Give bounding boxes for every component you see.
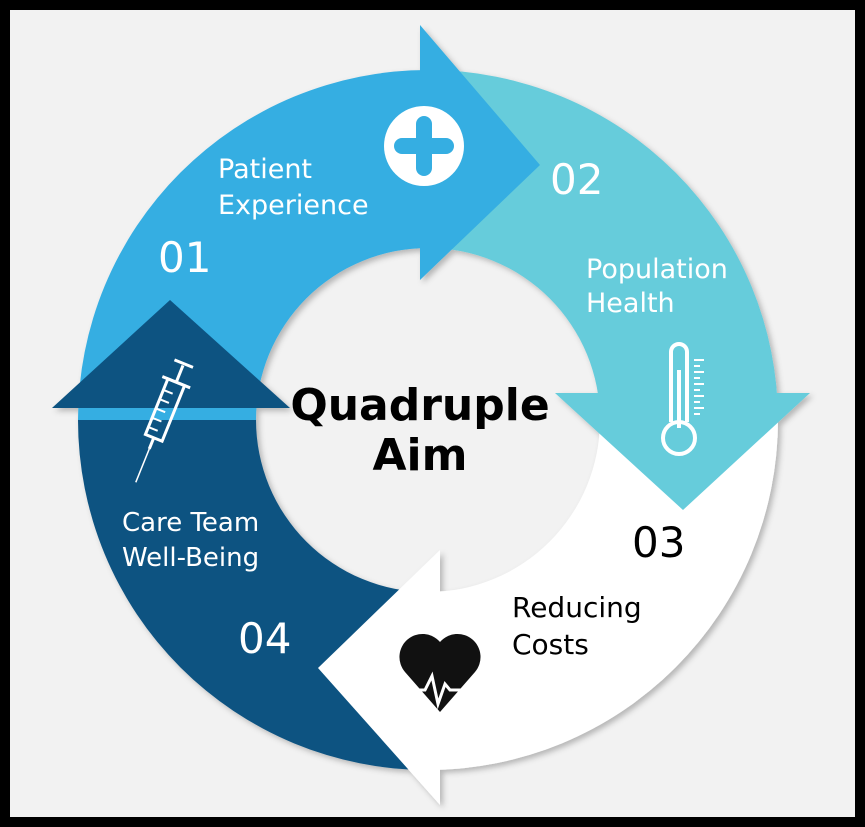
segment-01-label-line1: Patient [218, 154, 312, 185]
segment-01-label-line2: Experience [218, 190, 369, 221]
segment-03-body [428, 420, 778, 770]
segment-04-label-line1: Care Team [122, 508, 259, 538]
syringe-icon [135, 358, 194, 483]
thermometer-icon [661, 342, 704, 456]
segment-04-number: 04 [238, 614, 291, 663]
segment-03-label-line2: Costs [512, 628, 589, 661]
center-title-line1: Quadruple [290, 380, 549, 431]
segment-03-arrowhead [318, 550, 440, 805]
segment-03-number: 03 [632, 518, 685, 567]
center-title-line2: Aim [373, 430, 468, 481]
segment-04-label-line2: Well-Being [122, 543, 259, 573]
segment-02-arrowhead [555, 393, 810, 510]
plus-circle-icon [384, 106, 464, 186]
segment-01-arrowhead [420, 25, 540, 280]
segment-01-number: 01 [158, 233, 211, 282]
heart-pulse-icon [399, 633, 481, 712]
segment-03-label-line1: Reducing [512, 591, 642, 624]
segment-02-label-line2: Health [586, 288, 675, 319]
segment-04-arrowhead [52, 300, 290, 408]
segment-02-number: 02 [550, 155, 603, 204]
segment-02-label-line1: Population [586, 254, 728, 285]
